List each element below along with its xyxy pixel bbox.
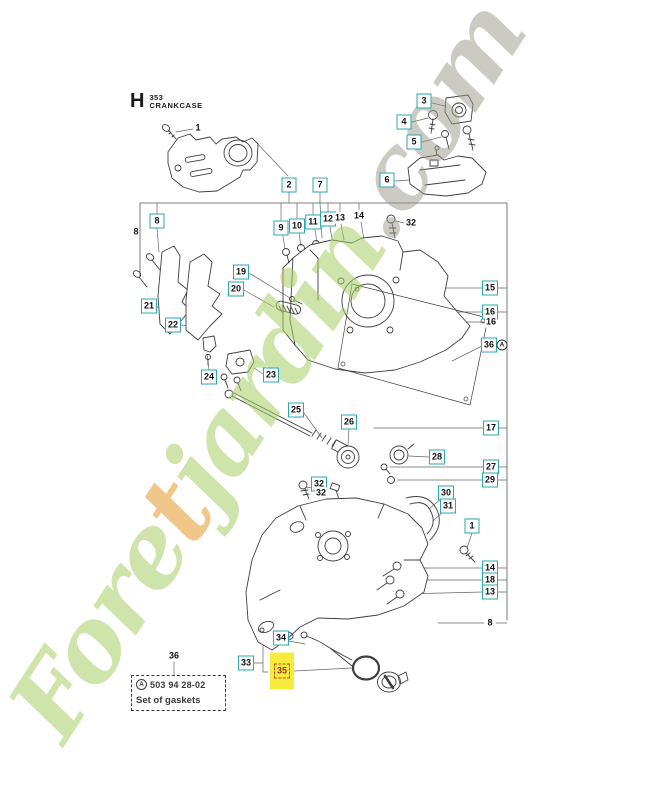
callout-34-boxed[interactable]: 34 [272,630,290,646]
callout-8-plain: 8 [132,226,140,238]
part-upper-crankcase [282,214,471,374]
callout-19-boxed[interactable]: 19 [232,264,250,280]
callout-9-boxed[interactable]: 9 [273,220,289,236]
callout-16-boxed[interactable]: 16 [481,304,499,320]
gasket-set-note: A 503 94 28-02 Set of gaskets [131,675,226,711]
callout-5-boxed[interactable]: 5 [406,134,422,150]
callout-14-boxed[interactable]: 14 [481,560,499,576]
callout-26-boxed[interactable]: 26 [340,414,358,430]
callout-32-plain: 32 [314,487,328,499]
callout-23-boxed[interactable]: 23 [262,367,280,383]
callout-16-plain: 16 [484,316,498,328]
page-header: H 353 CRANKCASE [130,90,203,112]
callout-32-plain: 32 [404,217,418,229]
callout-7-boxed[interactable]: 7 [312,177,328,193]
callout-8-plain: 8 [486,617,494,629]
callout-35-number: 35 [273,663,290,679]
callout-21-boxed[interactable]: 21 [140,298,158,314]
ref-letter-icon: A [136,679,147,690]
callout-1-boxed[interactable]: 1 [464,518,480,534]
part-chain-brake-cover [161,124,259,193]
callout-4-boxed[interactable]: 4 [396,114,412,130]
callout-33-boxed[interactable]: 33 [237,655,255,671]
part-chain-tensioner [407,94,487,197]
callout-36-plain: 36 [167,650,181,662]
callout-11-boxed[interactable]: 11 [305,214,321,230]
callout-17-boxed[interactable]: 17 [482,420,500,436]
part-guide-plates [132,245,223,341]
part-crank-bearing-seal [336,443,415,484]
callout-29-boxed[interactable]: 29 [481,472,499,488]
gasket-part-number: 503 94 28-02 [150,679,206,690]
callout-10-boxed[interactable]: 10 [288,218,306,234]
callout-1-plain: 1 [194,122,202,134]
part-oil-cap [300,631,409,693]
callout-8-boxed[interactable]: 8 [149,213,165,229]
leader-lines [156,102,508,677]
callout-31-boxed[interactable]: 31 [439,498,457,514]
callout-2-boxed[interactable]: 2 [281,177,297,193]
page-title: CRANKCASE [149,101,203,110]
callout-13-boxed[interactable]: 13 [481,584,499,600]
callout-15-boxed[interactable]: 15 [481,280,499,296]
callout-22-boxed[interactable]: 22 [164,317,182,333]
model-number: 353 [149,93,164,102]
gasket-set-label: Set of gaskets [136,695,201,706]
callout-3-boxed[interactable]: 3 [416,93,432,109]
callout-25-boxed[interactable]: 25 [287,402,305,418]
callout-36-boxed[interactable]: 36 [480,337,498,353]
callout-35-highlighted[interactable]: 35 [270,652,294,690]
callout-28-boxed[interactable]: 28 [428,449,446,465]
callout-20-boxed[interactable]: 20 [227,281,245,297]
callout-13-plain: 13 [333,212,347,224]
callout-14-plain: 14 [352,210,366,222]
callout-A-circled: A [496,339,508,351]
diagram-frame [139,202,508,621]
callout-24-boxed[interactable]: 24 [200,369,218,385]
section-letter: H [130,90,145,112]
callout-6-boxed[interactable]: 6 [379,172,395,188]
part-lower-crankcase [245,497,429,651]
